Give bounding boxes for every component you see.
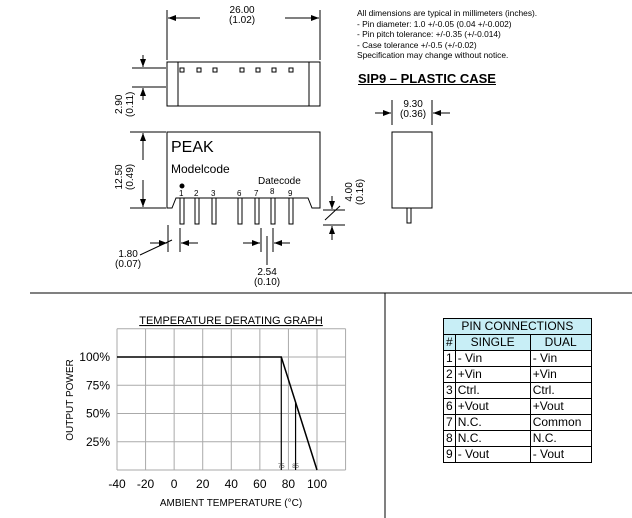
pin-number: 7 [254, 189, 259, 198]
derating-chart: TEMPERATURE DERATING GRAPH -40 -20 0 20 40 60 8… [65, 315, 347, 509]
dimension-notes: All dimensions are typical in millimeter… [357, 8, 537, 61]
chart-title: TEMPERATURE DERATING GRAPH [139, 315, 323, 327]
x-tick-label: -40 [108, 477, 126, 491]
annotation-label: 75 [278, 464, 285, 470]
annotation-label: 85 [292, 464, 299, 470]
x-tick-label: 20 [196, 477, 210, 491]
x-tick-label: -20 [137, 477, 155, 491]
y-tick-label: 50% [86, 407, 110, 421]
note-line: - Case tolerance +/-0.5 (+/-0.02) [357, 39, 477, 50]
modelcode-label: Modelcode [171, 162, 230, 176]
y-tick-label: 25% [86, 435, 110, 449]
table-title: PIN CONNECTIONS [443, 318, 592, 335]
table-row: 6+Vout+Vout [443, 398, 592, 415]
thickness-dimension: 2.90(0.11) [114, 91, 136, 117]
table-cell: Common [529, 414, 592, 431]
table-cell: 1 [443, 350, 456, 367]
table-cell: - Vin [529, 350, 592, 367]
column-header: # [443, 334, 456, 351]
table-row: 2+Vin+Vin [443, 366, 592, 383]
column-header: DUAL [529, 334, 592, 351]
datecode-label: Datecode [258, 176, 301, 187]
table-row: 9- Vout- Vout [443, 446, 592, 463]
front-view [130, 131, 345, 265]
case-title: SIP9 – PLASTIC CASE [358, 71, 496, 86]
table-cell: 3 [443, 382, 456, 399]
brand-label: PEAK [171, 139, 214, 156]
note-line: Specification may change without notice. [357, 50, 509, 61]
top-view [132, 10, 321, 107]
y-tick-label: 75% [86, 378, 110, 392]
table-cell: N.C. [454, 430, 531, 447]
pitch-dimension: 2.54(0.10) [254, 267, 281, 288]
pin-number: 3 [211, 189, 216, 198]
x-tick-label: 0 [171, 477, 178, 491]
x-tick-label: 60 [253, 477, 267, 491]
table-cell: +Vin [529, 366, 592, 383]
x-axis-label: AMBIENT TEMPERATURE (°C) [160, 498, 302, 509]
offset-dimension: 1.80(0.07) [115, 249, 142, 270]
length-dimension: 26.00(1.02) [229, 5, 256, 26]
table-cell: 9 [443, 446, 456, 463]
note-line: - Pin pitch tolerance: +/-0.35 (+/-0.014… [357, 29, 501, 40]
table-row: 1- Vin- Vin [443, 350, 592, 367]
pin-number: 2 [194, 189, 199, 198]
table-cell: 8 [443, 430, 456, 447]
x-tick-label: 80 [282, 477, 296, 491]
note-line: All dimensions are typical in millimeter… [357, 8, 538, 18]
note-line: - Pin diameter: 1.0 +/-0.05 (0.04 +/-0.0… [357, 18, 512, 29]
table-cell: N.C. [454, 414, 531, 431]
table-cell: - Vout [529, 446, 592, 463]
pin-length-dimension: 4.00(0.16) [344, 178, 366, 205]
x-tick-label: 40 [225, 477, 239, 491]
height-dimension: 12.50(0.49) [114, 163, 136, 190]
side-view [375, 100, 450, 224]
column-header: SINGLE [454, 334, 531, 351]
pin-number: 6 [237, 189, 242, 198]
table-cell: - Vout [454, 446, 531, 463]
table-cell: +Vout [529, 398, 592, 415]
table-cell: +Vout [454, 398, 531, 415]
table-cell: N.C. [529, 430, 592, 447]
table-cell: Ctrl. [454, 382, 531, 399]
x-tick-label: 100 [307, 477, 327, 491]
table-cell: 6 [443, 398, 456, 415]
pin-number: 9 [288, 189, 293, 198]
table-cell: Ctrl. [529, 382, 592, 399]
width-dimension: 9.30(0.36) [400, 99, 427, 120]
table-cell: - Vin [454, 350, 531, 367]
table-cell: 7 [443, 414, 456, 431]
y-tick-label: 100% [79, 350, 110, 364]
pin-number: 1 [179, 189, 184, 198]
table-cell: 2 [443, 366, 456, 383]
pin-number: 8 [270, 187, 275, 196]
y-axis-label: OUTPUT POWER [65, 359, 76, 440]
table-cell: +Vin [454, 366, 531, 383]
